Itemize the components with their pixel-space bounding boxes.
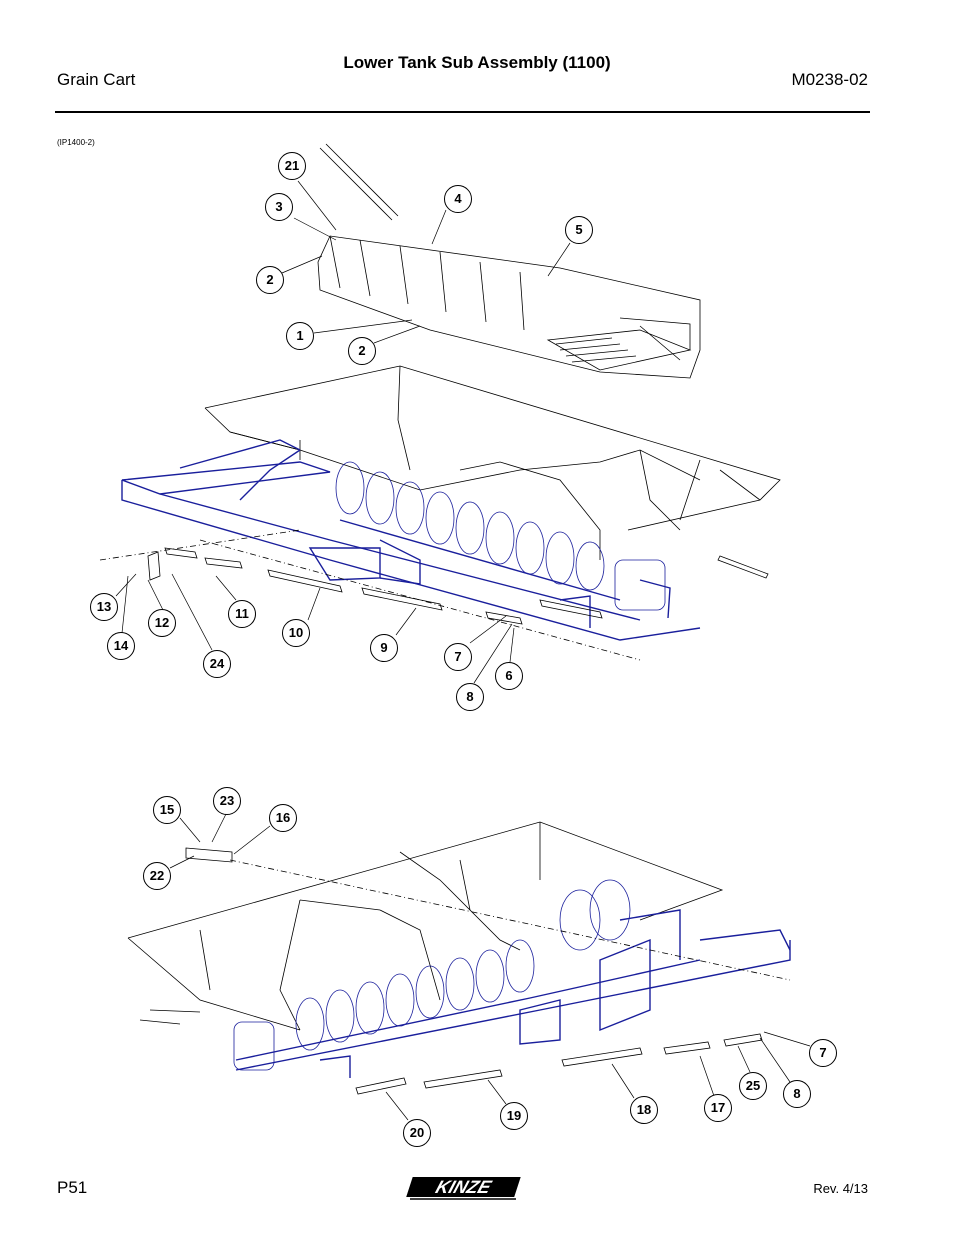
lower-leaders (169, 813, 811, 1121)
callout-lower-8: 8 (783, 1080, 811, 1108)
manual-number: M0238-02 (791, 70, 868, 89)
lower-wear-strips (185, 847, 791, 1095)
page-title: Lower Tank Sub Assembly (1100) (343, 53, 611, 72)
top-deck-assembly (317, 143, 701, 379)
callout-upper-8: 8 (456, 683, 484, 711)
callout-lower-22: 22 (143, 862, 171, 890)
callout-upper-12: 12 (148, 609, 176, 637)
upper-leaders (115, 180, 571, 684)
upper-wear-strips (99, 529, 769, 661)
revision-date: Rev. 4/13 (813, 1181, 868, 1196)
callout-upper-5: 5 (565, 216, 593, 244)
callout-lower-16: 16 (269, 804, 297, 832)
callout-upper-2a: 2 (256, 266, 284, 294)
callout-upper-13: 13 (90, 593, 118, 621)
callout-upper-4: 4 (444, 185, 472, 213)
callout-lower-15: 15 (153, 796, 181, 824)
kinze-logo: KINZE (406, 1176, 521, 1200)
header-rule (55, 111, 870, 113)
callout-upper-10: 10 (282, 619, 310, 647)
upper-frame (121, 439, 701, 641)
callout-lower-23: 23 (213, 787, 241, 815)
callout-upper-2b: 2 (348, 337, 376, 365)
upper-auger (335, 461, 666, 611)
callout-upper-7: 7 (444, 643, 472, 671)
callout-lower-7: 7 (809, 1039, 837, 1067)
callout-lower-19: 19 (500, 1102, 528, 1130)
callout-upper-9: 9 (370, 634, 398, 662)
callout-upper-6: 6 (495, 662, 523, 690)
lower-auger (233, 879, 631, 1071)
product-name: Grain Cart (57, 70, 136, 89)
lower-hopper (127, 821, 724, 1031)
svg-text:KINZE: KINZE (433, 1176, 494, 1196)
callout-upper-24: 24 (203, 650, 231, 678)
callout-lower-18: 18 (630, 1096, 658, 1124)
callout-upper-3: 3 (265, 193, 293, 221)
lower-frame (235, 909, 791, 1078)
callout-lower-20: 20 (403, 1119, 431, 1147)
figure-code: (IP1400-2) (57, 138, 95, 147)
callout-lower-17: 17 (704, 1094, 732, 1122)
callout-upper-11: 11 (228, 600, 256, 628)
callout-lower-25: 25 (739, 1072, 767, 1100)
page-number: P51 (57, 1178, 88, 1197)
callout-upper-1: 1 (286, 322, 314, 350)
callout-upper-21: 21 (278, 152, 306, 180)
callout-upper-14: 14 (107, 632, 135, 660)
